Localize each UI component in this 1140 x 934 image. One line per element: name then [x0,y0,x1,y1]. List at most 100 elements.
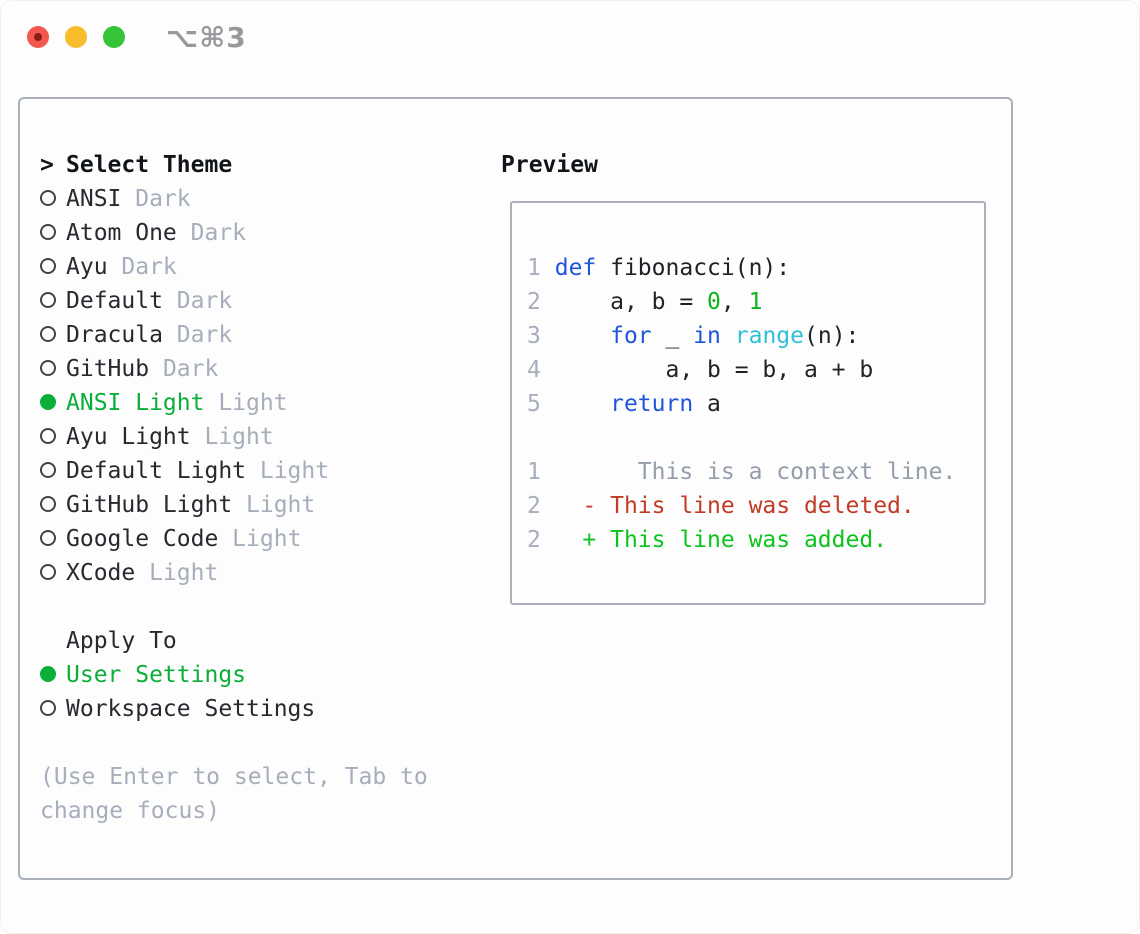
theme-name: Default [66,288,163,314]
radio-marker [40,386,66,420]
theme-variant: Dark [107,254,177,280]
apply-to-header: Apply To [40,624,315,658]
theme-option[interactable]: GitHub Dark [40,352,329,386]
theme-name: Ayu Light [66,424,191,450]
line-number: 5 [527,391,541,417]
theme-option[interactable]: Atom One Dark [40,216,329,250]
radio-marker [40,352,66,386]
radio-marker [40,556,66,590]
code-segment: a, b = b, a + b [540,357,874,383]
radio-unselected-icon [40,564,56,580]
radio-marker [40,318,66,352]
theme-name: Atom One [66,220,177,246]
code-line: 2 a, b = 0, 1 [527,285,956,319]
code-segment: , [720,289,749,315]
close-button[interactable] [27,26,49,48]
line-number: 3 [527,323,541,349]
hint-line: change focus) [40,798,221,824]
radio-marker [40,216,66,250]
radio-marker [40,420,66,454]
radio-unselected-icon [40,292,56,308]
theme-variant: Light [135,560,219,586]
theme-option[interactable]: XCode Light [40,556,329,590]
theme-name: Dracula [66,322,163,348]
theme-variant: Light [190,424,274,450]
hint-line: (Use Enter to select, Tab to [40,764,428,790]
theme-name: XCode [66,560,136,586]
radio-unselected-icon [40,530,56,546]
line-number: 1 [527,255,541,281]
minimize-button[interactable] [65,26,87,48]
theme-variant: Light [204,390,288,416]
radio-unselected-icon [40,462,56,478]
theme-option[interactable]: ANSI Dark [40,182,329,216]
title-bar: ⌥⌘3 [0,0,1140,74]
apply-to-option[interactable]: Workspace Settings [40,692,315,726]
code-segment: return [610,391,694,417]
theme-option[interactable]: Ayu Light Light [40,420,329,454]
radio-unselected-icon [40,496,56,512]
theme-variant: Dark [176,220,247,246]
code-segment [541,323,610,349]
radio-unselected-icon [40,258,56,274]
code-segment: This is a context line. [540,459,957,485]
line-number: 4 [527,357,541,383]
code-segment: 1 [748,289,763,315]
keyboard-hint: (Use Enter to select, Tab to change focus… [40,760,428,828]
code-line: 5 return a [527,387,956,421]
theme-variant: Dark [162,288,233,314]
theme-variant: Dark [149,356,219,382]
code-line [527,421,956,455]
apply-to-option-label: Workspace Settings [66,696,316,722]
code-segment: 0 [707,289,721,315]
theme-option[interactable]: Dracula Dark [40,318,329,352]
code-segment: _ [651,323,694,349]
code-line: 3 for _ in range(n): [527,319,956,353]
code-segment: a [693,391,721,417]
select-theme-title: Select Theme [66,152,233,178]
window-shortcut-label: ⌥⌘3 [166,21,247,54]
radio-unselected-icon [40,360,56,376]
theme-name: ANSI Light [66,390,205,416]
theme-option[interactable]: ANSI Light Light [40,386,329,420]
code-segment: for [610,323,652,349]
apply-to-option-label: User Settings [66,662,247,688]
radio-selected-icon [40,666,56,682]
theme-variant: Light [246,458,330,484]
theme-option[interactable]: Default Dark [40,284,329,318]
radio-unselected-icon [40,224,56,240]
code-segment: in [693,323,721,349]
radio-selected-icon [40,394,56,410]
code-segment: def [554,255,597,281]
radio-marker [40,658,66,692]
theme-variant: Light [232,492,316,518]
apply-to-option[interactable]: User Settings [40,658,315,692]
theme-option[interactable]: Default Light Light [40,454,329,488]
radio-marker [40,182,66,216]
prompt-chevron-icon: > [40,152,54,178]
code-segment: range [734,323,805,349]
theme-name: ANSI [66,186,122,212]
theme-option[interactable]: GitHub Light Light [40,488,329,522]
radio-marker [40,522,66,556]
radio-marker [40,488,66,522]
code-line: 1 This is a context line. [527,455,956,489]
theme-name: GitHub [66,356,150,382]
code-segment: (n): [804,323,860,349]
code-segment: - This line was deleted. [540,493,915,519]
code-line: 2 + This line was added. [527,523,956,557]
line-number: 2 [527,289,541,315]
code-segment: + This line was added. [540,527,888,553]
code-line: 1 def fibonacci(n): [527,251,956,285]
theme-option[interactable]: Ayu Dark [40,250,329,284]
code-line: 2 - This line was deleted. [527,489,956,523]
select-theme-header: > Select Theme [40,148,329,182]
zoom-button[interactable] [103,26,125,48]
theme-option[interactable]: Google Code Light [40,522,329,556]
line-number: 2 [527,493,541,519]
